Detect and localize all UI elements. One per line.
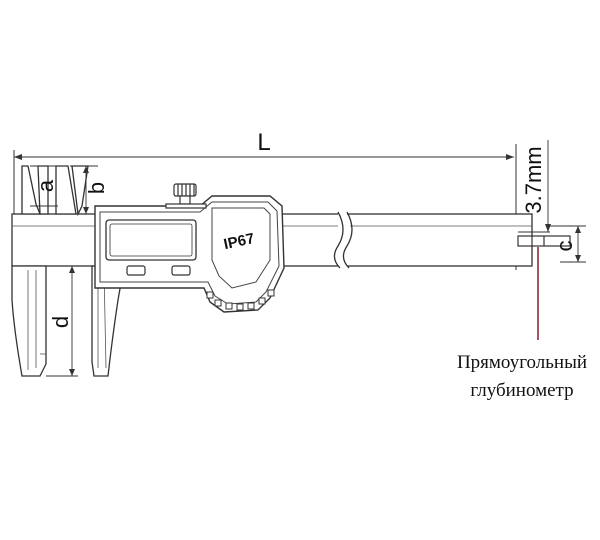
beam-break bbox=[333, 211, 353, 269]
depth-c-dimension bbox=[550, 225, 586, 263]
ip-rating-label: IP67 bbox=[222, 230, 256, 253]
length-label: L bbox=[257, 129, 270, 156]
jaw-d-dimension bbox=[46, 265, 78, 377]
jaw-d-label: d bbox=[48, 316, 73, 328]
callout-line-2: глубинометр bbox=[470, 380, 573, 401]
lcd-screen bbox=[105, 219, 197, 261]
display-button-left bbox=[126, 265, 146, 276]
display-button-right bbox=[171, 265, 191, 276]
jaw-b-dimension bbox=[70, 165, 98, 214]
depth-rod bbox=[517, 235, 571, 247]
callout-line-1: Прямоугольный bbox=[457, 352, 587, 373]
depth-c-label: c bbox=[552, 241, 577, 252]
length-dimension bbox=[13, 144, 517, 270]
thumb-wheel bbox=[165, 183, 207, 209]
jaw-b-label: b bbox=[84, 182, 109, 194]
jaw-a-label: a bbox=[33, 179, 58, 192]
depth-width-dimension bbox=[518, 140, 551, 233]
jaw-a-dimension bbox=[30, 165, 58, 207]
depth-width-label: 3.7mm bbox=[521, 146, 546, 213]
thumb-grip bbox=[206, 289, 275, 311]
fixed-jaw bbox=[11, 165, 49, 377]
